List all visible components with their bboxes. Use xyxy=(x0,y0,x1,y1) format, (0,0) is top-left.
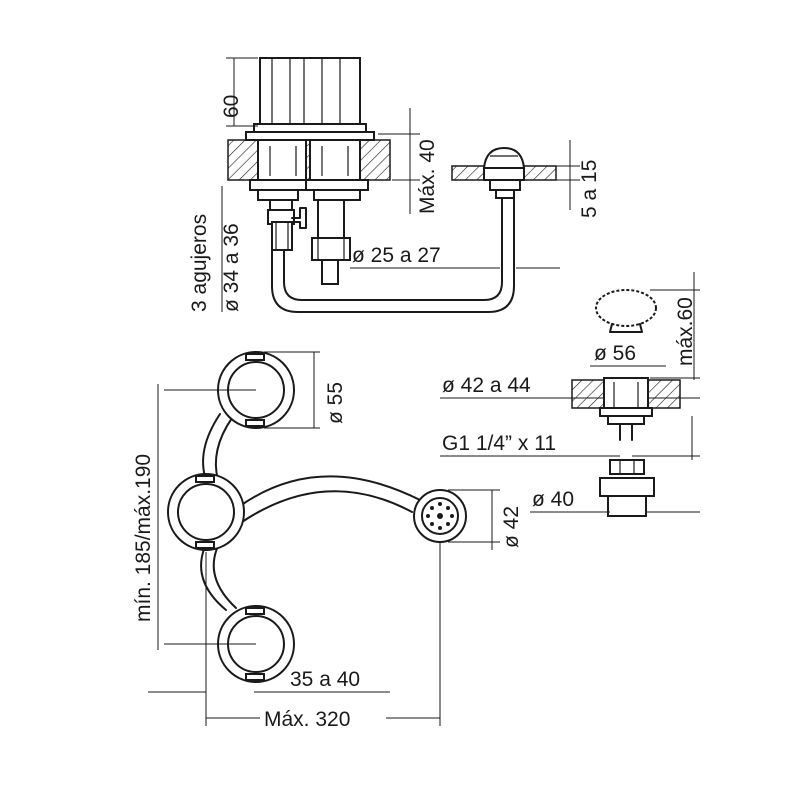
counter-slab-left xyxy=(227,139,391,181)
label-max-60: máx.60 xyxy=(674,297,697,366)
label-thread: G1 1/4” x 11 xyxy=(442,432,556,455)
label-diam-42-side: ø 42 xyxy=(500,506,523,548)
flex-hose xyxy=(271,195,515,313)
label-height-60: 60 xyxy=(220,95,243,118)
faucet-section-view xyxy=(221,57,580,313)
plan-view xyxy=(148,351,500,726)
label-holes-diam: ø 34 a 36 xyxy=(220,223,243,312)
valve-bottom xyxy=(217,605,295,683)
label-diam-40: ø 40 xyxy=(532,488,574,511)
label-diam-56: ø 56 xyxy=(594,342,636,365)
handle-block xyxy=(245,57,375,141)
label-diam-42-44: ø 42 a 44 xyxy=(442,374,531,397)
label-pipe-diam: ø 25 a 27 xyxy=(352,244,441,267)
label-spacing-35-40: 35 a 40 xyxy=(290,668,360,691)
label-min-max-height: mín. 185/máx.190 xyxy=(132,454,155,622)
label-holes-count: 3 agujeros xyxy=(188,214,211,312)
label-max-40: Máx. 40 xyxy=(416,139,439,214)
counter-slab-right xyxy=(451,146,557,199)
label-diam-55: ø 55 xyxy=(324,382,347,424)
spout-aerator xyxy=(413,489,467,543)
valve-middle xyxy=(167,473,245,551)
label-range-5-15: 5 a 15 xyxy=(578,160,601,218)
drain-detail xyxy=(440,272,700,517)
label-max-320: Máx. 320 xyxy=(264,708,350,731)
